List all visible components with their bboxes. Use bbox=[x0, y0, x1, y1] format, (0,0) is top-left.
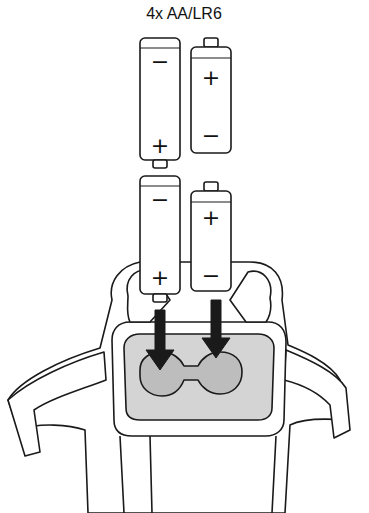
battery-nub bbox=[153, 294, 167, 302]
polarity-sign: + bbox=[202, 67, 220, 89]
insert-arrow bbox=[146, 310, 174, 370]
battery-band bbox=[140, 48, 231, 202]
grip-flap-left bbox=[8, 352, 106, 456]
grip-flap-right bbox=[284, 350, 350, 438]
insert-arrow bbox=[202, 300, 230, 358]
polarity-sign: − bbox=[151, 51, 169, 73]
battery-spec-title: 4x AA/LR6 bbox=[146, 6, 222, 22]
hand-fingers bbox=[230, 271, 271, 322]
battery-body bbox=[140, 38, 180, 160]
compartment-well bbox=[124, 334, 274, 420]
battery-body bbox=[191, 191, 231, 291]
polarity-sign: − bbox=[202, 265, 220, 287]
battery-nub bbox=[204, 182, 218, 191]
battery-body bbox=[191, 47, 231, 153]
polarity-sign: + bbox=[202, 207, 220, 229]
grip-housing bbox=[8, 262, 345, 513]
polarity-sign: − bbox=[151, 189, 169, 211]
battery-nub bbox=[153, 160, 167, 168]
polarity-sign: + bbox=[151, 135, 169, 157]
compartment-rim bbox=[112, 322, 286, 436]
housing-edge bbox=[120, 436, 276, 513]
battery-body bbox=[140, 176, 180, 294]
polarity-sign: − bbox=[202, 125, 220, 147]
polarity-sign: + bbox=[151, 267, 169, 289]
battery-nub bbox=[204, 38, 218, 47]
